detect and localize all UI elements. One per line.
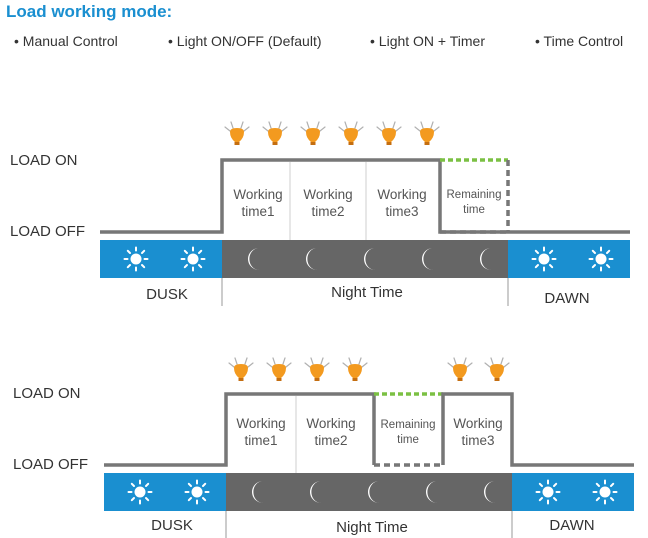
segment-label: time3 — [461, 433, 494, 448]
bulb-icons — [228, 357, 510, 382]
dusk-label: DUSK — [151, 517, 193, 534]
bulb-icon — [266, 357, 292, 382]
mode-manual-control: • Manual Control — [14, 33, 118, 49]
mode-label: Manual Control — [22, 33, 118, 49]
load-on-label: LOAD ON — [10, 152, 78, 169]
segment-label: time2 — [314, 433, 347, 448]
bulb-icon — [228, 357, 254, 382]
load-off-label: LOAD OFF — [13, 456, 88, 473]
sun-icon — [531, 246, 557, 272]
mode-time-control: • Time Control — [535, 33, 623, 49]
mode-label: Light ON/OFF (Default) — [176, 33, 322, 49]
segment-label: time — [463, 204, 485, 216]
bulb-icon — [300, 121, 326, 146]
segment-label: time1 — [241, 204, 274, 219]
bulb-icon — [342, 357, 368, 382]
segment-label: time2 — [311, 204, 344, 219]
segment-label: Remaining — [447, 189, 502, 201]
section-title: Load working mode: — [6, 2, 173, 21]
bulb-icon — [338, 121, 364, 146]
segment-label: Working — [233, 187, 282, 202]
bulb-icon — [447, 357, 473, 382]
bulb-icon — [484, 357, 510, 382]
sun-icon — [535, 479, 561, 505]
night-time-label: Night Time — [331, 284, 403, 301]
mode-light-on-off: • Light ON/OFF (Default) — [168, 33, 322, 49]
mode-label: Time Control — [543, 33, 624, 49]
bulb-icon — [414, 121, 440, 146]
bullet: • — [370, 33, 375, 49]
bulb-icon — [376, 121, 402, 146]
segment-label: time3 — [385, 204, 418, 219]
bulb-icon — [304, 357, 330, 382]
diagram-2: LOAD ON LOAD OFF Working time1 Working t… — [13, 357, 634, 538]
load-off-label: LOAD OFF — [10, 223, 85, 240]
dusk-label: DUSK — [146, 286, 188, 303]
sun-icon — [592, 479, 618, 505]
load-waveform — [104, 392, 376, 467]
bulb-icon — [224, 121, 250, 146]
bullet: • — [14, 33, 19, 49]
load-waveform — [100, 158, 630, 234]
diagram-1: LOAD ON LOAD OFF Working time1 Working t… — [10, 121, 630, 307]
bulb-icons — [224, 121, 440, 146]
bulb-icon — [262, 121, 288, 146]
segment-label: Working — [236, 416, 285, 431]
segment-label: time1 — [244, 433, 277, 448]
mode-label: Light ON + Timer — [378, 33, 485, 49]
sun-icon — [588, 246, 614, 272]
dawn-label: DAWN — [544, 290, 589, 307]
segment-label: time — [397, 434, 419, 446]
bullet: • — [168, 33, 173, 49]
segment-label: Working — [306, 416, 355, 431]
night-time-label: Night Time — [336, 519, 408, 536]
bullet: • — [535, 33, 540, 49]
sun-icon — [123, 246, 149, 272]
sun-icon — [180, 246, 206, 272]
load-waveform-timer3 — [441, 392, 634, 467]
dawn-label: DAWN — [549, 517, 594, 534]
sun-icon — [127, 479, 153, 505]
segment-label: Working — [377, 187, 426, 202]
sun-icon — [184, 479, 210, 505]
segment-label: Working — [453, 416, 502, 431]
segment-label: Remaining — [381, 419, 436, 431]
mode-light-on-timer: • Light ON + Timer — [370, 33, 485, 49]
segment-label: Working — [303, 187, 352, 202]
load-on-label: LOAD ON — [13, 385, 81, 402]
